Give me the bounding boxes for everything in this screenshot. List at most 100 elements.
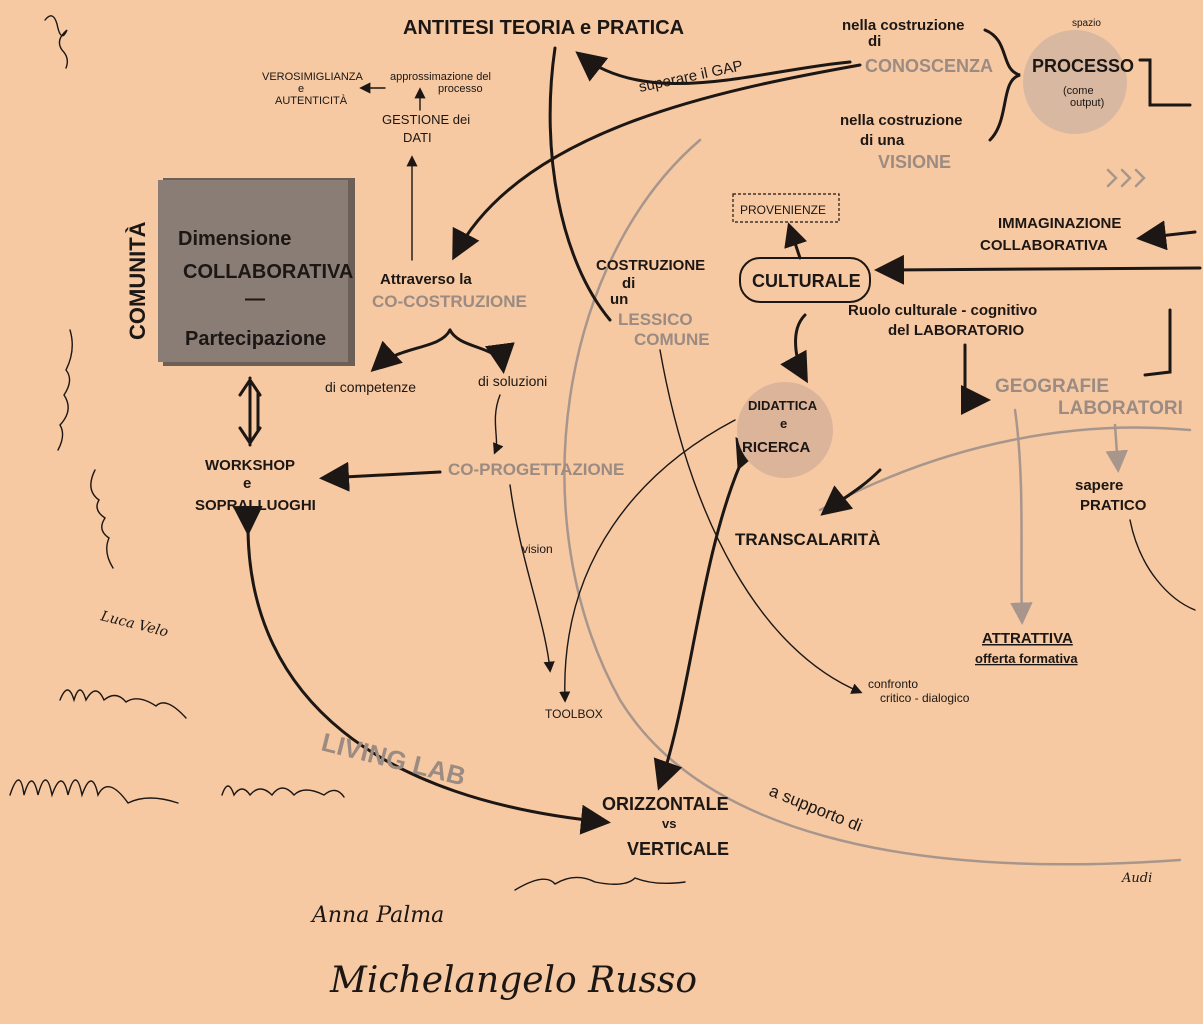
attrattiva-2: offerta formativa (975, 651, 1078, 666)
visione: VISIONE (878, 152, 951, 172)
ruolo-2: del LABORATORIO (888, 322, 1024, 339)
diagram-title: ANTITESI TEORIA e PRATICA (403, 17, 684, 39)
gestione-1: GESTIONE dei (382, 112, 470, 127)
signature-scribble-left-2 (90, 469, 114, 569)
geografie-2: LABORATORI (1058, 398, 1183, 419)
processo-circle (1023, 30, 1127, 134)
nella-costruzione-2: di (868, 33, 881, 50)
workshop-1: WORKSHOP (205, 457, 295, 474)
ruolo-1: Ruolo culturale - cognitivo (848, 302, 1037, 319)
arrow-to-immaginazione (1136, 220, 1197, 251)
arrow-culturale-to-provenienze (784, 222, 808, 260)
arrow-didattica-orizzontale (653, 437, 764, 791)
workshop-3: SOPRALLUOGHI (195, 497, 316, 514)
arrow-workshop-orizzontale (232, 505, 611, 835)
sapere-1: sapere (1075, 477, 1123, 494)
arrow-to-transcalarita (820, 468, 882, 516)
gestione-2: DATI (403, 130, 432, 145)
brace-coconstruzione (370, 328, 452, 373)
costruzione-2: di (622, 275, 635, 292)
co-progettazione: CO-PROGETTAZIONE (448, 460, 624, 479)
collab-box-line4: Partecipazione (185, 328, 326, 350)
a-supporto: a supporto di (767, 781, 865, 835)
processo-note: spazio (1072, 18, 1101, 29)
orizzontale-3: VERTICALE (627, 839, 729, 859)
didattica-circle (737, 382, 833, 478)
signature-scribble-bottom (514, 876, 686, 891)
living-lab: LIVING LAB (319, 727, 469, 792)
nella-costruzione-visione-1: nella costruzione (840, 112, 963, 129)
line-antitesi-down (548, 46, 612, 322)
orizzontale-1: ORIZZONTALE (602, 794, 729, 814)
vision: vision (522, 542, 553, 556)
immaginazione-2: COLLABORATIVA (980, 237, 1108, 254)
signature-luca-velo: Luca Velo (98, 608, 170, 640)
double-arrow-collab-workshop (238, 376, 262, 447)
confronto-2: critico - dialogico (880, 691, 970, 705)
processo-sub-1: (come (1063, 85, 1094, 97)
costruzione-1: COSTRUZIONE (596, 257, 705, 274)
verosimiglianza-1: VEROSIMIGLIANZA (262, 71, 364, 83)
signature-scribble-left-1 (57, 329, 73, 451)
didattica-1: DIDATTICA (748, 398, 818, 413)
signature-scribble-mid (221, 785, 345, 798)
arrow-soluzioni-to-coprog (493, 394, 504, 455)
collab-box (158, 180, 348, 362)
verosimiglianza-3: AUTENTICITÀ (275, 94, 348, 107)
arrow-geografie-to-attrattiva (1010, 408, 1033, 625)
audi: Audi (1121, 871, 1152, 886)
big-grey-curve (563, 138, 1182, 866)
didattica-2: e (780, 416, 787, 431)
grey-curve-right (818, 426, 1192, 512)
arrow-to-geografie (961, 343, 991, 415)
arrow-geografie-to-sapere (1105, 423, 1129, 473)
arrow-to-culturale (874, 254, 1202, 285)
immaginazione-1: IMMAGINAZIONE (998, 215, 1121, 232)
nella-costruzione-visione-2: di una (860, 132, 905, 149)
arrow-conoscenza-to-coconstruzione (452, 63, 862, 261)
conoscenza: CONOSCENZA (865, 56, 993, 76)
arrow-coprog-to-toolbox (509, 484, 555, 673)
signature-russo: Michelangelo Russo (329, 960, 697, 1001)
approssimazione-1: approssimazione del (390, 71, 491, 83)
lessico-2: COMUNE (634, 330, 710, 349)
lessico-1: LESSICO (618, 310, 693, 329)
nella-costruzione-1: nella costruzione (842, 17, 965, 34)
di-competenze: di competenze (325, 379, 416, 395)
didattica-3: RICERCA (742, 439, 811, 456)
signature-scribble-left-3 (59, 689, 187, 719)
co-costruzione: CO-COSTRUZIONE (372, 292, 527, 311)
brace-processo (983, 28, 1021, 142)
signature-scribble-top-left (44, 15, 69, 69)
culturale-outline (739, 257, 871, 303)
collab-box-line1: Dimensione (178, 228, 291, 250)
arrow-coprog-to-workshop (319, 461, 442, 492)
bracket-ruolo (1143, 308, 1172, 377)
bracket-right-processo (1138, 58, 1192, 107)
costruzione-3: un (610, 291, 628, 308)
arrow-sapere-curve (1129, 519, 1196, 611)
sapere-2: PRATICO (1080, 497, 1147, 514)
signature-scribble-left-4 (9, 779, 179, 804)
di-soluzioni: di soluzioni (478, 373, 547, 389)
chevrons (1106, 168, 1146, 188)
collab-box-line3: — (245, 288, 265, 310)
toolbox: TOOLBOX (545, 707, 603, 721)
culturale: CULTURALE (752, 271, 861, 291)
verosimiglianza-2: e (298, 83, 304, 95)
attrattiva-1: ATTRATTIVA (982, 630, 1073, 647)
signature-anna-palma: Anna Palma (310, 903, 444, 928)
processo-sub-2: output) (1070, 97, 1104, 109)
arrow-to-antitesi (575, 51, 852, 86)
orizzontale-2: vs (662, 816, 676, 831)
collab-box-line2: COLLABORATIVA (183, 261, 353, 283)
provenienze-box (732, 193, 840, 223)
comunita: COMUNITÀ (125, 221, 150, 340)
processo-label: PROCESSO (1032, 56, 1134, 76)
attraverso-la: Attraverso la (380, 271, 472, 288)
confronto-1: confronto (868, 677, 918, 691)
superare-gap: superare il GAP (637, 57, 744, 96)
approssimazione-2: processo (438, 83, 483, 95)
workshop-2: e (243, 475, 251, 492)
